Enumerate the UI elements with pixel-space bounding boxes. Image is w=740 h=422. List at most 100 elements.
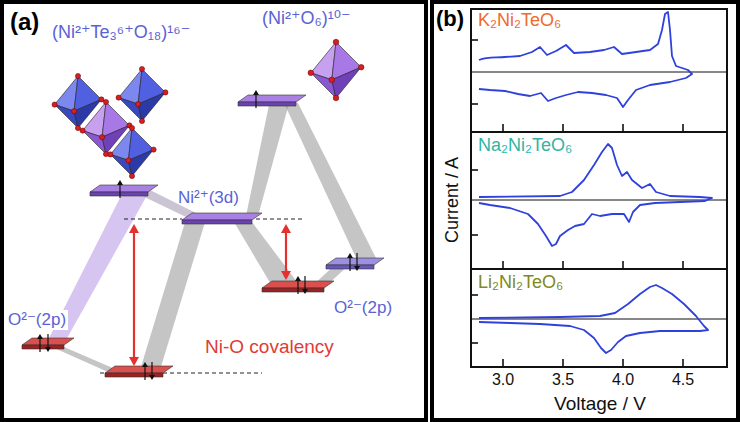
dashed-line [256, 219, 302, 220]
level-top [326, 258, 384, 265]
arrow-head [281, 224, 291, 233]
tick [622, 124, 624, 131]
spin-down [47, 334, 48, 348]
arrow-head [354, 266, 360, 271]
tick [682, 359, 684, 366]
double-arrow [285, 232, 287, 272]
oct-face [311, 73, 336, 98]
level-top [238, 95, 306, 102]
dashed-line [124, 219, 182, 220]
spin-up [349, 257, 350, 271]
arrow-head [302, 289, 308, 294]
tick [562, 359, 564, 366]
orbital-bands [48, 100, 378, 372]
o-atom [308, 70, 314, 76]
zero-line [472, 71, 726, 72]
oct-face [332, 67, 361, 98]
double-arrow [133, 232, 135, 358]
o-atom [99, 97, 104, 102]
spin-up [39, 338, 40, 352]
spin-up [255, 94, 256, 108]
cv-curve [479, 144, 712, 246]
orbital-label: O²⁻(2p) [6, 310, 68, 330]
o-atom [151, 147, 156, 152]
o-atom [139, 66, 144, 71]
tick [562, 124, 564, 131]
level-top [105, 366, 173, 373]
arrow-head [129, 224, 139, 233]
o-atom [72, 109, 77, 114]
oct-face [55, 105, 78, 128]
compound-label: Li₂Ni₂TeO₆ [478, 272, 563, 293]
tick [502, 261, 504, 268]
compound-label: Na₂Ni₂TeO₆ [478, 135, 572, 156]
o-atom [108, 152, 113, 157]
zero-line [472, 318, 726, 319]
orbital-label: O²⁻(2p) [334, 298, 392, 318]
spin-down [151, 362, 152, 376]
arrow-head [45, 347, 51, 352]
o-atom [116, 95, 121, 100]
orbital-label: Ni²⁺(3d) [178, 188, 239, 208]
tick [682, 261, 684, 268]
arrow-head [281, 271, 291, 280]
panel-frame: (a) [0, 0, 428, 422]
band [246, 100, 290, 216]
o-atom [52, 102, 57, 107]
level-top [182, 213, 262, 220]
arrow-head [142, 362, 148, 367]
oct-face [119, 98, 142, 121]
oct-face [110, 154, 132, 176]
tick [622, 359, 624, 366]
o-atom [126, 158, 131, 163]
oct-face [128, 150, 153, 176]
level-front [22, 345, 64, 349]
axis-title: Voltage / V [554, 393, 646, 415]
axis-title: Current / A [442, 157, 463, 243]
spin-down [304, 276, 305, 290]
level-front [90, 192, 148, 196]
arrow-head [253, 90, 259, 95]
tick [562, 261, 564, 268]
o-atom [163, 90, 168, 95]
o-atom [103, 99, 108, 104]
compound-label: K₂Ni₂TeO₆ [478, 10, 561, 31]
plot-box: K₂Ni₂TeO₆ [470, 8, 728, 133]
arrow-head [37, 334, 43, 339]
o-atom [139, 118, 144, 123]
zero-lines [472, 72, 726, 319]
tick-label: 4.0 [612, 371, 634, 389]
tick [502, 124, 504, 131]
cv-curve [479, 285, 708, 353]
oct-face [83, 131, 106, 154]
o-atom [75, 125, 80, 130]
o-atom [129, 125, 134, 130]
level-top [90, 185, 158, 192]
tick [622, 261, 624, 268]
o-atom [333, 95, 339, 101]
oxygen-atoms [52, 39, 364, 178]
spin-arrows [37, 90, 360, 380]
o-atom [358, 64, 364, 70]
formula-label: (Ni²⁺O₆)¹⁰⁻ [262, 8, 350, 29]
octahedra-cluster [55, 42, 362, 176]
level-front [238, 102, 296, 106]
tick-label: 4.5 [672, 371, 694, 389]
panel-label: (a) [10, 8, 39, 36]
arrow-head [117, 180, 123, 185]
level-front [182, 220, 252, 224]
covalency-label: Ni-O covalency [205, 336, 334, 358]
cv-curves [479, 12, 712, 353]
spin-down [356, 253, 357, 267]
energy-levels [22, 95, 384, 377]
band [140, 219, 206, 370]
tick [682, 124, 684, 131]
band [234, 222, 300, 286]
o-atom [129, 173, 134, 178]
arrow-head [295, 276, 301, 281]
spin-up [297, 280, 298, 294]
level-front [262, 288, 324, 292]
spin-up [119, 184, 120, 198]
